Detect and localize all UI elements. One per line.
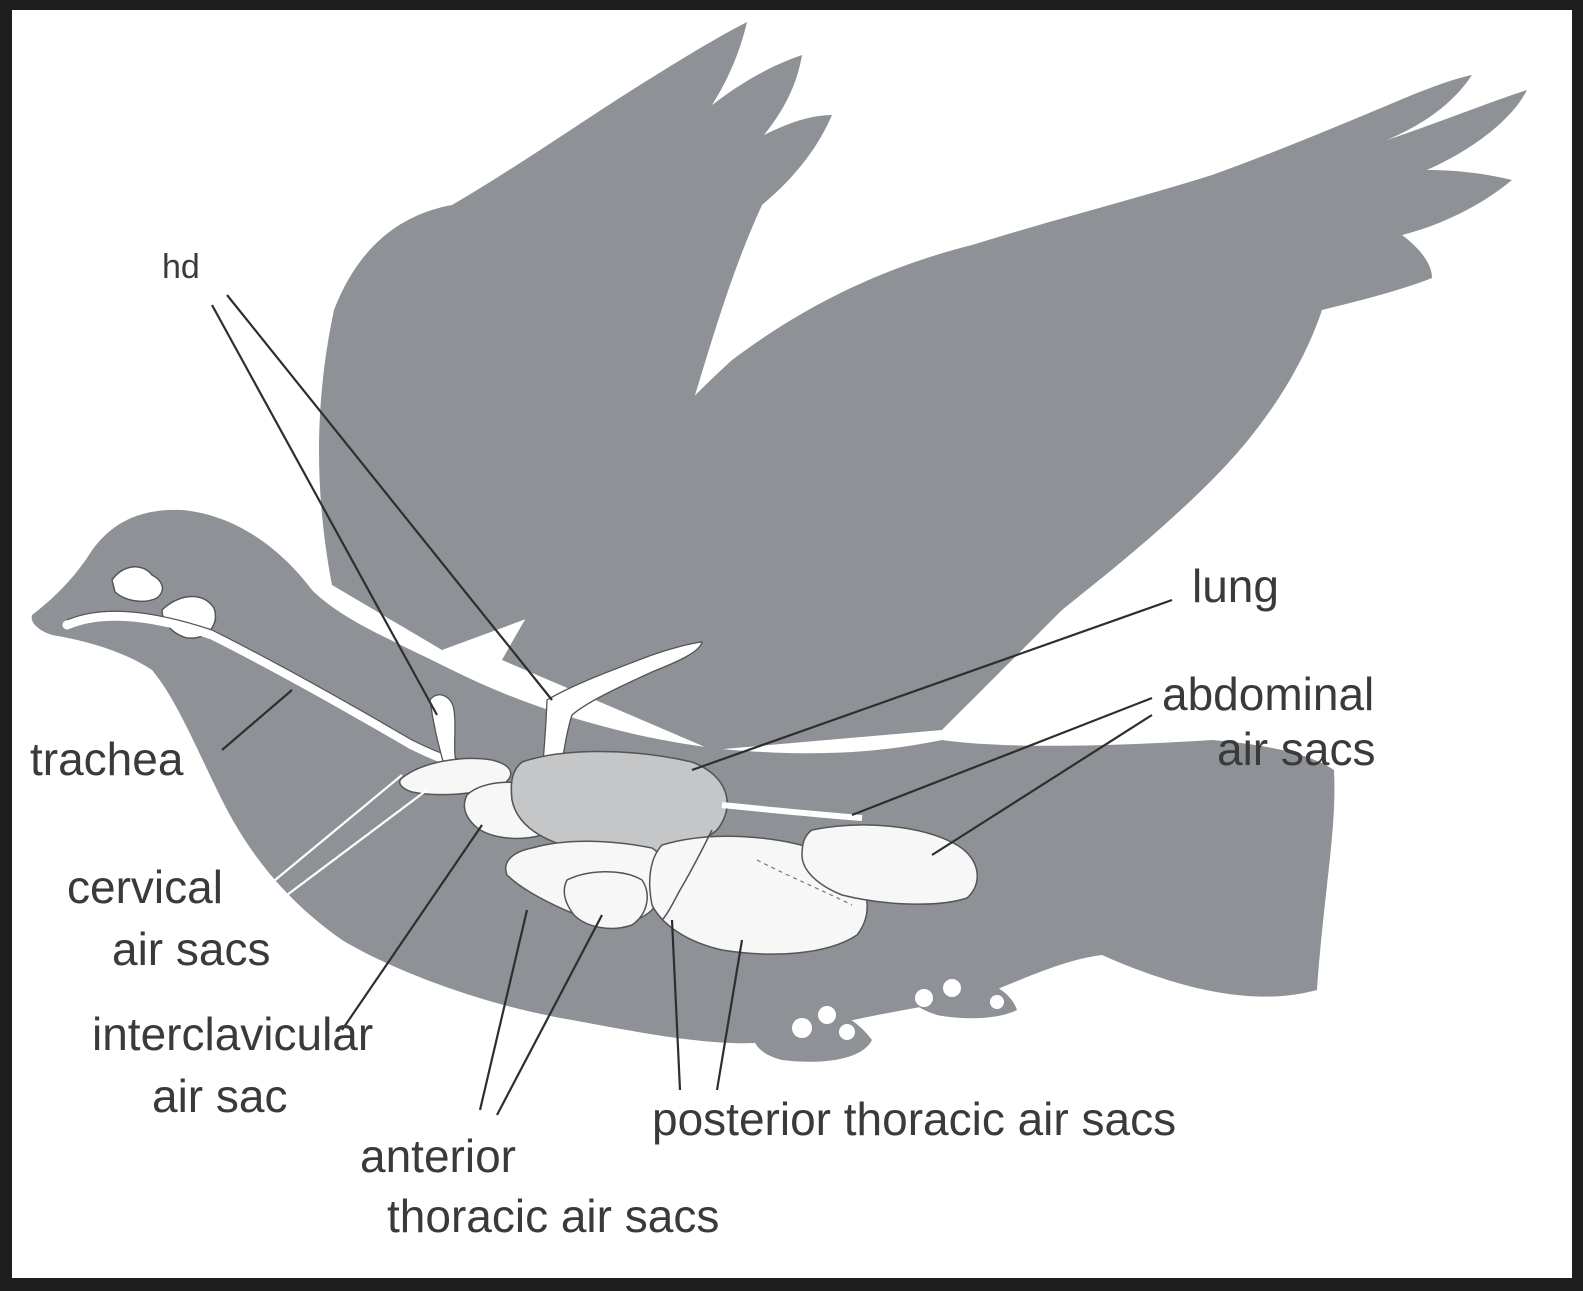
bird-air-sac-diagram: hd lung abdominal air sacs trachea cervi… — [12, 10, 1572, 1278]
label-anterior-thoracic-air-sacs-line1: anterior — [360, 1130, 516, 1182]
label-posterior-thoracic-air-sacs: posterior thoracic air sacs — [652, 1093, 1176, 1145]
label-cervical-air-sacs-line2: air sacs — [112, 923, 270, 975]
label-abdominal-air-sacs-line1: abdominal — [1162, 668, 1374, 720]
label-trachea: trachea — [30, 733, 184, 785]
label-interclavicular-air-sac-line2: air sac — [152, 1070, 287, 1122]
label-abdominal-air-sacs-line2: air sacs — [1217, 723, 1375, 775]
label-lung: lung — [1192, 560, 1279, 612]
label-interclavicular-air-sac-line1: interclavicular — [92, 1008, 373, 1060]
diagram-panel: hd lung abdominal air sacs trachea cervi… — [12, 10, 1572, 1278]
label-anterior-thoracic-air-sacs-line2: thoracic air sacs — [387, 1190, 719, 1242]
label-hd: hd — [162, 248, 200, 286]
label-cervical-air-sacs-line1: cervical — [67, 861, 223, 913]
